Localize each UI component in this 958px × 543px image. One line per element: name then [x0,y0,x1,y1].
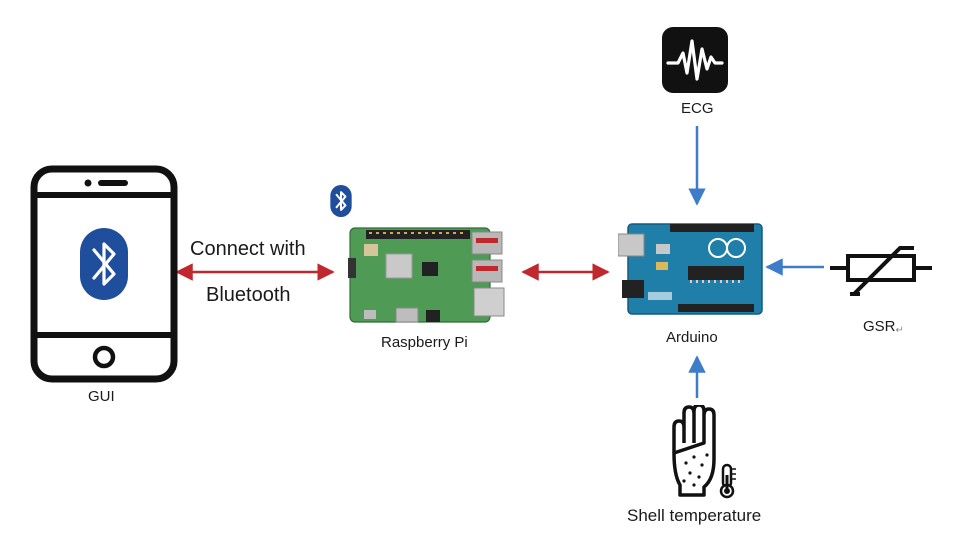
arduino-label: Arduino [666,329,718,346]
shell-temperature-label: Shell temperature [627,506,762,525]
ecg-waveform-icon [662,27,728,93]
raspberry-pi-board-icon [346,222,506,328]
ecg-label: ECG [681,100,714,117]
bluetooth-icon [80,228,128,300]
link-label-line2: Bluetooth [206,284,291,306]
variable-resistor-icon [830,234,932,304]
gsr-label: GSR↵ [863,318,904,336]
arduino-board-icon [618,218,768,318]
smartphone-icon [30,165,178,383]
bluetooth-icon [330,185,352,217]
gui-label: GUI [88,388,115,405]
gsr-label-text: GSR [863,318,896,335]
gsr-return-mark: ↵ [895,325,904,336]
raspberry-pi-label: Raspberry Pi [381,334,468,351]
link-label-line1: Connect with [190,238,306,260]
hand-thermometer-icon [664,405,744,501]
